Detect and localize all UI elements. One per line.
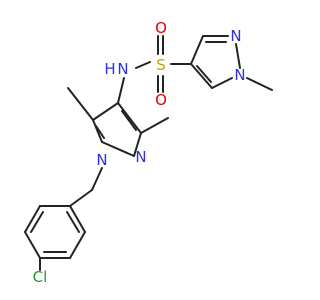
bond	[69, 231, 86, 259]
atom-oxygen-top: O	[155, 19, 167, 37]
bond	[69, 189, 93, 207]
bond	[67, 87, 94, 121]
bonds	[24, 35, 273, 271]
bond	[190, 35, 204, 65]
atom-n-pyrazole-top: N	[230, 27, 241, 45]
bond	[140, 117, 169, 134]
bond	[24, 231, 41, 259]
bond	[117, 77, 125, 104]
bond	[24, 205, 41, 233]
bond	[69, 205, 86, 233]
atom-labels: N H S O O N N N N Cl	[33, 19, 246, 286]
atom-n1-core: N	[96, 151, 107, 169]
bond	[66, 211, 80, 233]
molecule-canvas: N H S O O N N N N Cl	[24, 19, 273, 286]
bond	[101, 141, 135, 157]
structure-diagram: N H S O O N N N N Cl	[24, 19, 273, 286]
atom-oxygen-bottom: O	[155, 91, 167, 109]
bond	[235, 43, 241, 69]
atom-n-amide: N	[117, 60, 128, 78]
atom-h-amide: H	[104, 60, 115, 78]
bond	[95, 125, 105, 139]
atom-n2-core: N	[135, 148, 146, 166]
atom-n-pyrazole-methyl: N	[234, 66, 245, 84]
bond	[196, 65, 212, 83]
bond	[135, 61, 151, 69]
bond	[91, 167, 103, 191]
atom-sulfur: S	[156, 56, 166, 74]
bond	[211, 77, 233, 89]
bond	[246, 77, 273, 91]
bond	[117, 102, 142, 134]
bond	[133, 132, 142, 157]
bond	[121, 110, 137, 131]
bond	[92, 102, 119, 121]
bond	[30, 211, 44, 233]
atom-chlorine: Cl	[33, 268, 48, 286]
bond	[92, 119, 103, 143]
bond	[190, 63, 213, 89]
